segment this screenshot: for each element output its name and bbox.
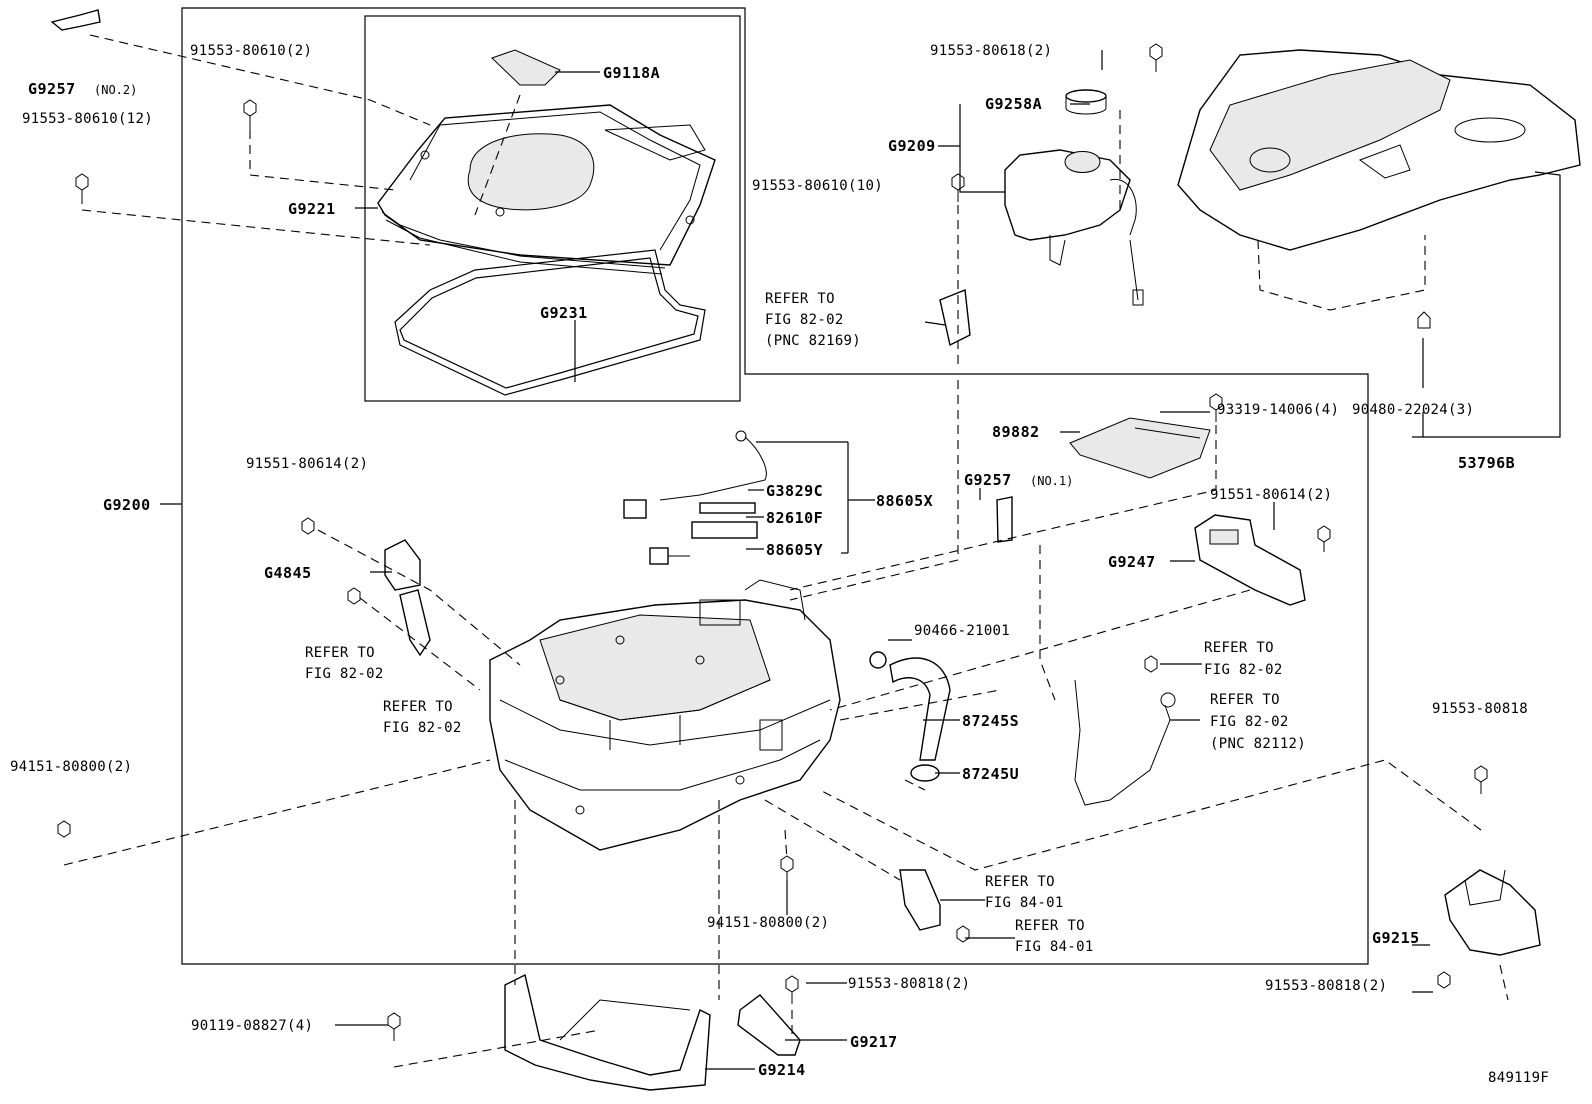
- label-91551-80614-right: 91551-80614(2): [1210, 487, 1332, 503]
- assembly-lines: [63, 34, 1509, 1068]
- label-87245u: 87245U: [962, 765, 1019, 783]
- label-pnc-82169: (PNC 82169): [765, 333, 861, 349]
- label-fig-84-01-2: FIG 84-01: [1015, 939, 1094, 955]
- label-g9231: G9231: [540, 304, 588, 322]
- hose-87245s: [889, 657, 951, 761]
- label-88605y: 88605Y: [766, 541, 823, 559]
- label-82610f: 82610F: [766, 509, 823, 527]
- g9247-bracket: [1194, 514, 1306, 606]
- label-g9209: G9209: [888, 137, 936, 155]
- label-91553-80618: 91553-80618(2): [930, 43, 1052, 59]
- label-91553-80610-12: 91553-80610(12): [22, 111, 153, 127]
- label-g3829c: G3829C: [766, 482, 823, 500]
- figure-code: 849119F: [1488, 1070, 1549, 1086]
- label-g9221: G9221: [288, 200, 336, 218]
- label-g9215: G9215: [1372, 929, 1420, 947]
- label-94151-80800-mid: 94151-80800(2): [707, 915, 829, 931]
- label-g9257-no2-sub: (NO.2): [94, 83, 137, 97]
- g9118a-plate: [491, 49, 561, 86]
- label-pnc-82112: (PNC 82112): [1210, 736, 1306, 752]
- label-refer-to-5: REFER TO: [1210, 692, 1280, 708]
- g4845-bracket: [384, 539, 421, 591]
- label-g4845: G4845: [264, 564, 312, 582]
- label-87245s: 87245S: [962, 712, 1019, 730]
- board-89882: [1069, 417, 1211, 479]
- label-91553-80818-right: 91553-80818: [1432, 701, 1528, 717]
- label-53796b: 53796B: [1458, 454, 1515, 472]
- label-g9200: G9200: [103, 496, 151, 514]
- engine-cover-53796b: [1177, 49, 1581, 251]
- clamp-87245u: [910, 764, 940, 782]
- label-g9257-no2: G9257: [28, 80, 76, 98]
- g9215-mount: [1444, 869, 1541, 956]
- g9258a-cap: [1065, 89, 1107, 115]
- label-refer-to-6: REFER TO: [985, 874, 1055, 890]
- label-91553-80610-2: 91553-80610(2): [190, 43, 312, 59]
- wire-harness-88605x: [623, 430, 767, 565]
- label-g9118a: G9118A: [603, 64, 660, 82]
- label-fig-82-02-2: FIG 82-02: [383, 720, 462, 736]
- label-g9214: G9214: [758, 1061, 806, 1079]
- bracket-84-01: [899, 869, 941, 931]
- label-g9247: G9247: [1108, 553, 1156, 571]
- label-91553-80818-right2: 91553-80818(2): [1265, 978, 1387, 994]
- label-g9257-no1-sub: (NO.1): [1030, 474, 1073, 488]
- label-94151-80800-left: 94151-80800(2): [10, 759, 132, 775]
- label-g9257-no1: G9257: [964, 471, 1012, 489]
- coolant-reservoir: [1004, 149, 1144, 306]
- leader-lines: [160, 50, 1561, 1070]
- label-fig-82-02-3: FIG 82-02: [765, 312, 844, 328]
- label-refer-to-7: REFER TO: [1015, 918, 1085, 934]
- g9231-gasket: [394, 249, 706, 396]
- label-91553-80610-10: 91553-80610(10): [752, 178, 883, 194]
- g9217-bracket: [737, 994, 801, 1056]
- g9257-no2-clip: [50, 9, 101, 31]
- label-refer-to-4: REFER TO: [1204, 640, 1274, 656]
- label-g9258a: G9258A: [985, 95, 1042, 113]
- label-fig-82-02-5: FIG 82-02: [1210, 714, 1289, 730]
- main-assembly-frame: [181, 7, 1369, 965]
- label-90480-22024: 90480-22024(3): [1352, 402, 1474, 418]
- label-91551-80614-left: 91551-80614(2): [246, 456, 368, 472]
- label-refer-to-1: REFER TO: [305, 645, 375, 661]
- label-89882: 89882: [992, 423, 1040, 441]
- label-fig-84-01-1: FIG 84-01: [985, 895, 1064, 911]
- label-refer-to-2: REFER TO: [383, 699, 453, 715]
- g9214-bracket: [504, 973, 711, 1091]
- clamp-90466: [869, 651, 887, 669]
- labels: G9257 (NO.2) 91553-80610(2) 91553-80610(…: [10, 43, 1549, 1086]
- label-91553-80818-mid: 91553-80818(2): [848, 976, 970, 992]
- pipe-82112: [1074, 679, 1171, 806]
- label-refer-to-3: REFER TO: [765, 291, 835, 307]
- label-g9217: G9217: [850, 1033, 898, 1051]
- label-88605x: 88605X: [876, 492, 933, 510]
- inverter-main-body: [489, 579, 841, 851]
- label-90466-21001: 90466-21001: [914, 623, 1010, 639]
- label-93319-14006: 93319-14006(4): [1217, 402, 1339, 418]
- label-fig-82-02-1: FIG 82-02: [305, 666, 384, 682]
- label-fig-82-02-4: FIG 82-02: [1204, 662, 1283, 678]
- label-90119-08827: 90119-08827(4): [191, 1018, 313, 1034]
- inverter-upper-cover: [377, 104, 716, 275]
